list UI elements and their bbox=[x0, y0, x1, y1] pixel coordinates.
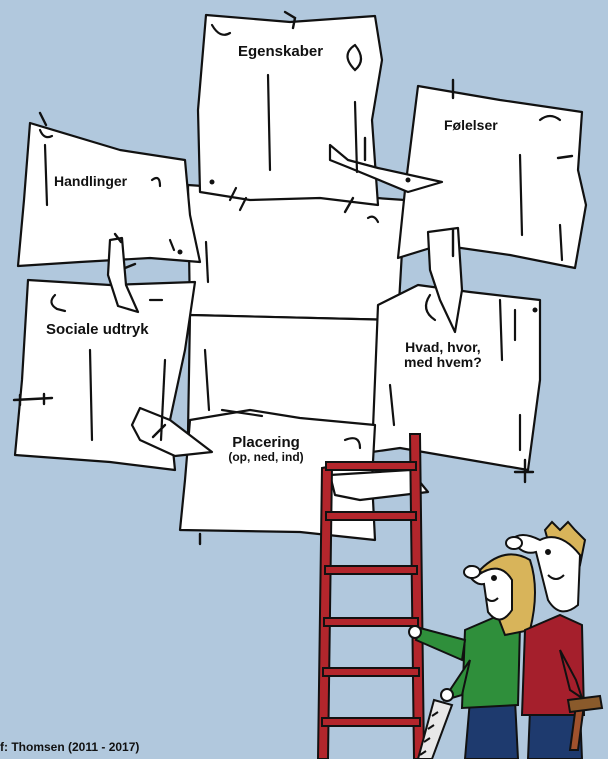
note-hvad-line2: med hvem? bbox=[404, 354, 482, 370]
note-placering-line1: Placering bbox=[214, 435, 318, 451]
credit-text: f: Thomsen (2011 - 2017) bbox=[0, 740, 139, 754]
note-hvad-hvor: Hvad, hvor, med hvem? bbox=[404, 340, 482, 369]
note-hvad-line1: Hvad, hvor, bbox=[405, 339, 480, 355]
note-handlinger: Handlinger bbox=[54, 174, 127, 189]
note-folelser: Følelser bbox=[444, 118, 498, 133]
note-placering-line2: (op, ned, ind) bbox=[214, 451, 318, 464]
note-sociale-udtryk: Sociale udtryk bbox=[46, 322, 149, 338]
note-placering: Placering (op, ned, ind) bbox=[214, 435, 318, 463]
hammer-icon bbox=[568, 696, 602, 750]
note-egenskaber: Egenskaber bbox=[238, 44, 323, 60]
note-folelser-paper bbox=[398, 86, 586, 268]
